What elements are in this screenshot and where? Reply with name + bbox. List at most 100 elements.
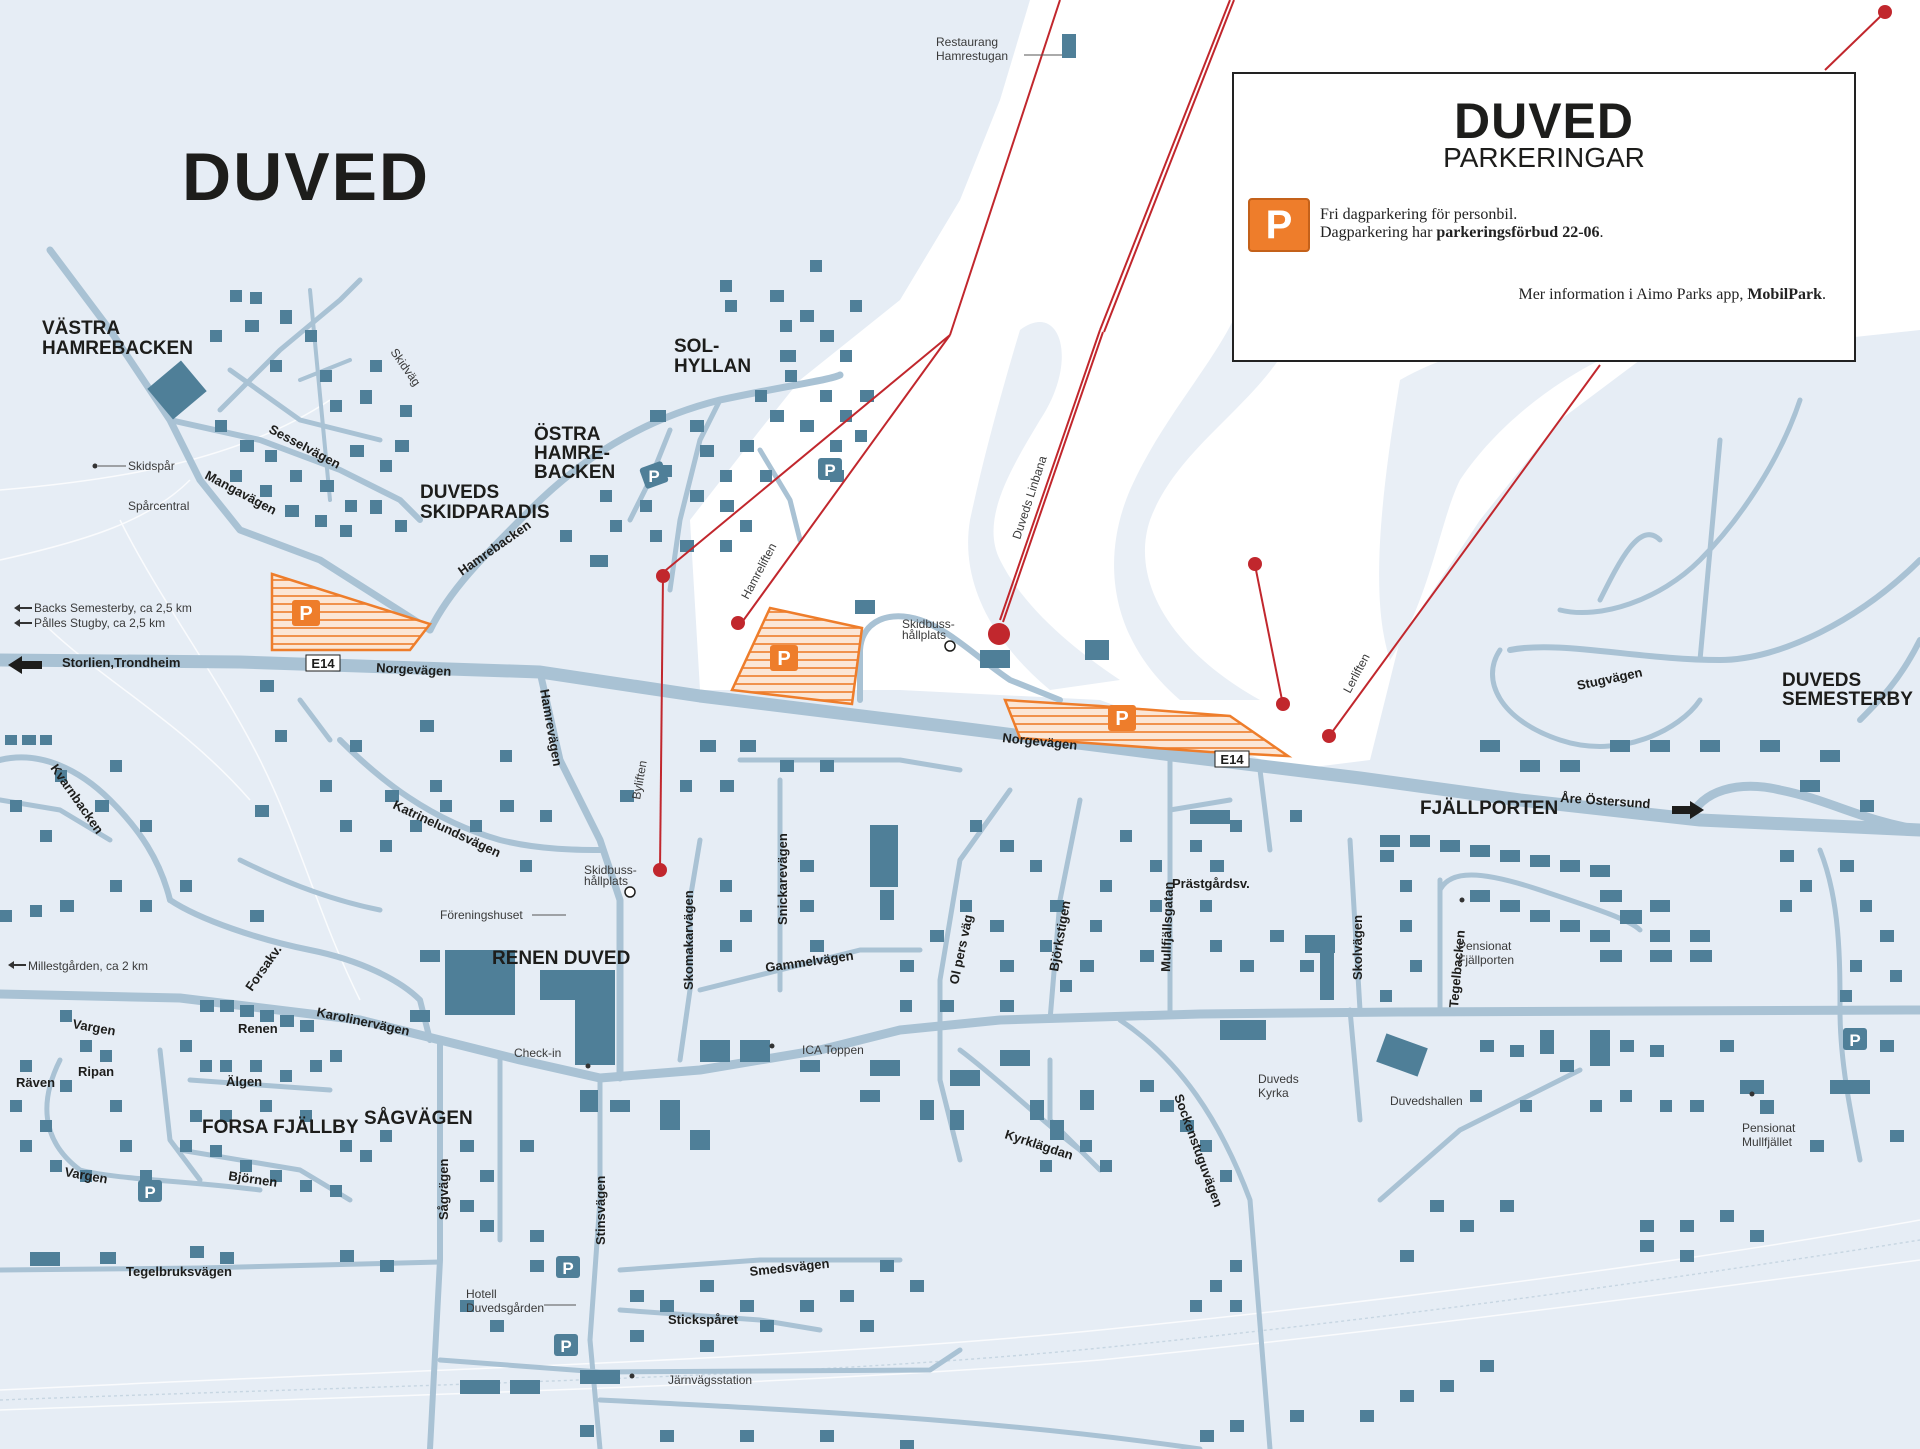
district-skidparadis: SKIDPARADIS — [420, 502, 550, 523]
road-label: Sågvägen — [436, 1159, 451, 1220]
parking-icon-grey: P — [639, 461, 669, 489]
svg-text:E14: E14 — [1220, 752, 1244, 767]
svg-text:P: P — [562, 1259, 573, 1278]
poi-label: hållplats — [584, 874, 628, 888]
road-label: Skolvägen — [1350, 915, 1365, 980]
poi-label: Backs Semesterby, ca 2,5 km — [34, 601, 192, 615]
legend-subtitle: PARKERINGAR — [1443, 142, 1645, 173]
poi-label: Pensionat — [1742, 1121, 1796, 1135]
poi-label: Skidbuss- — [584, 863, 637, 877]
district-sagvagen: SÅGVÄGEN — [364, 1108, 473, 1129]
poi-label: Restaurang — [936, 35, 998, 49]
poi-label: Föreningshuset — [440, 908, 523, 922]
poi-label: Duveds — [1258, 1072, 1299, 1086]
svg-text:P: P — [144, 1183, 155, 1202]
e14-shield: E14 — [1214, 750, 1250, 768]
parking-icon: P — [292, 600, 320, 626]
legend-info-prefix: Mer information i Aimo Parks app, — [1518, 286, 1748, 303]
svg-text:P: P — [299, 603, 312, 625]
district-semesterby: SEMESTERBY — [1782, 689, 1913, 710]
district-solhyllan: HYLLAN — [674, 356, 751, 377]
svg-text:P: P — [648, 467, 659, 486]
poi-label: Spårcentral — [128, 499, 189, 513]
terrain-lines — [0, 399, 1920, 1411]
parking-icon-grey: P — [556, 1256, 580, 1278]
district-ostra: HAMRE- — [534, 443, 610, 464]
lift-label: Byliften — [629, 759, 650, 800]
svg-text:P: P — [560, 1337, 571, 1356]
legend-text-prefix: Dagparkering har — [1320, 224, 1437, 241]
road-label: Älgen — [226, 1074, 262, 1089]
railway — [0, 1239, 1920, 1401]
arrow-left-icon — [14, 619, 32, 627]
poi-label: Fjällporten — [1458, 953, 1514, 967]
parking-icon-grey: P — [818, 458, 842, 480]
e14-shield: E14 — [305, 654, 341, 672]
svg-text:P: P — [824, 461, 835, 480]
map-title: DUVED — [182, 139, 430, 215]
road-label: Storlien,Trondheim — [62, 655, 180, 670]
arrow-east-icon — [1672, 801, 1704, 819]
arrow-left-icon — [8, 961, 26, 969]
parking-icon: P — [1108, 705, 1136, 731]
poi-label: Skidspår — [128, 459, 175, 473]
parking-area-east — [1003, 698, 1293, 758]
parking-icon-grey: P — [138, 1180, 162, 1202]
road-label: Prästgårdsv. — [1172, 876, 1250, 891]
parking-icon-grey: P — [554, 1334, 578, 1356]
legend-text-restriction: Dagparkering har parkeringsförbud 22-06. — [1320, 224, 1604, 242]
district-skidparadis: DUVEDS — [420, 482, 499, 503]
poi-label: Pensionat — [1458, 939, 1512, 953]
arrow-left-icon — [14, 604, 32, 612]
svg-text:P: P — [1849, 1031, 1860, 1050]
poi-label: Hamrestugan — [936, 49, 1008, 63]
road-label: Mullfjällsgatan — [1158, 881, 1176, 972]
poi-labels: Restaurang Hamrestugan Skidspår Spårcent… — [8, 35, 1796, 1387]
svg-text:E14: E14 — [311, 656, 335, 671]
road-label: Stinsvägen — [593, 1176, 608, 1245]
poi-label: hållplats — [902, 628, 946, 642]
legend-text-info: Mer information i Aimo Parks app, MobilP… — [1518, 286, 1826, 304]
legend-text-suffix: . — [1599, 224, 1604, 241]
parking-areas — [270, 572, 1293, 758]
road-label: Renen — [238, 1021, 278, 1036]
district-ostra: BACKEN — [534, 462, 615, 483]
road-label: Stickspåret — [668, 1312, 739, 1327]
road-label: Räven — [16, 1075, 55, 1090]
legend-title: DUVED — [1453, 93, 1635, 149]
district-vastra: VÄSTRA — [42, 318, 120, 339]
poi-label: Check-in — [514, 1046, 561, 1060]
district-renen: RENEN DUVED — [492, 948, 630, 969]
road-label: Vargen — [63, 1164, 108, 1186]
district-forsa: FORSA FJÄLLBY — [202, 1117, 359, 1138]
poi-label: Järnvägsstation — [668, 1373, 752, 1387]
parking-icon: P — [1248, 198, 1310, 252]
legend-info-suffix: . — [1822, 286, 1826, 303]
svg-text:P: P — [777, 648, 790, 670]
road-label: Ripan — [78, 1064, 114, 1079]
poi-label: Kyrka — [1258, 1086, 1289, 1100]
road-label: Snickarevägen — [775, 833, 790, 925]
poi-label: Millestgården, ca 2 km — [28, 959, 148, 973]
poi-label: Hotell — [466, 1287, 497, 1301]
district-ostra: ÖSTRA — [534, 424, 601, 445]
poi-label: Duvedshallen — [1390, 1094, 1463, 1108]
poi-label: Skidbuss- — [902, 617, 955, 631]
direction-arrows — [8, 656, 1704, 819]
district-semesterby: DUVEDS — [1782, 670, 1861, 691]
road-label: Åre Östersund — [1560, 790, 1651, 811]
road-label: Tegelbruksvägen — [126, 1264, 232, 1279]
road-label: Vargen — [71, 1016, 116, 1038]
poi-label: Pålles Stugby, ca 2,5 km — [34, 616, 165, 630]
road-label: Norgevägen — [376, 660, 452, 679]
district-solhyllan: SOL- — [674, 336, 719, 357]
svg-text:P: P — [1115, 708, 1128, 730]
road-label: Björnen — [228, 1168, 279, 1190]
district-fjallporten: FJÄLLPORTEN — [1420, 798, 1558, 819]
ski-lifts — [653, 0, 1892, 877]
poi-label: Duvedsgården — [466, 1301, 544, 1315]
parking-icons: P P P P P P P P P — [138, 458, 1867, 1356]
legend-text-free-parking: Fri dagparkering för personbil. — [1320, 206, 1518, 223]
legend-text-bold: parkeringsförbud 22-06 — [1436, 224, 1600, 241]
poi-label: Mullfjället — [1742, 1135, 1793, 1149]
